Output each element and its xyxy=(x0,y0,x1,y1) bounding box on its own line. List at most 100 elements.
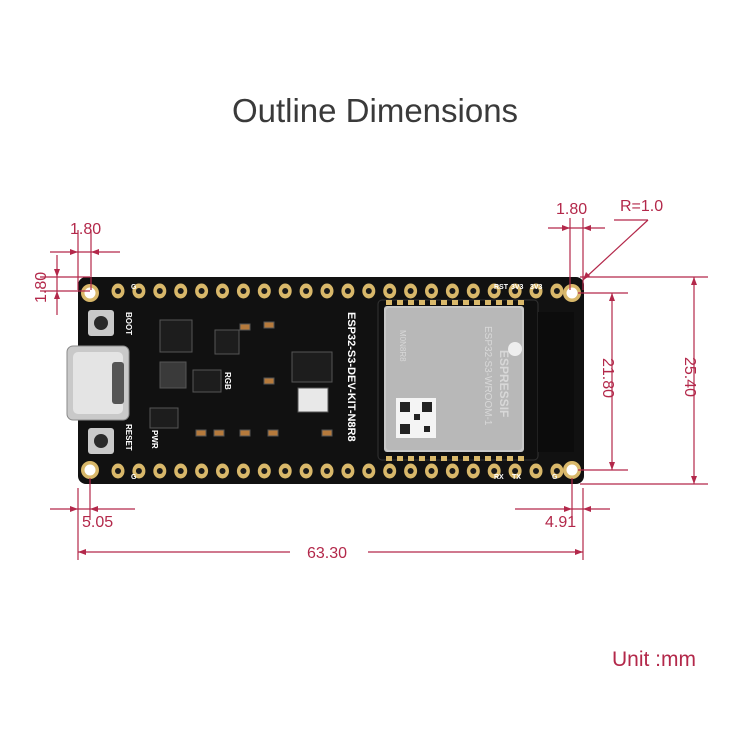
header-pad-hole xyxy=(135,288,142,294)
module-castellation-pad xyxy=(496,300,502,305)
module-castellation-pad xyxy=(518,456,524,461)
header-pad-hole xyxy=(512,288,519,294)
mounting-hole-bottom-right xyxy=(563,461,581,479)
module-castellation-pad xyxy=(419,456,425,461)
pwr-label: PWR xyxy=(150,430,159,449)
mounting-hole-top-right xyxy=(563,284,581,302)
boot-label: BOOT xyxy=(124,312,133,335)
header-pad-hole xyxy=(198,468,205,474)
header-pad-hole xyxy=(303,288,310,294)
module-castellations xyxy=(386,300,524,461)
module-qr-code xyxy=(396,398,436,438)
header-pad-hole xyxy=(198,288,205,294)
dim-21-80-label: 21.80 xyxy=(599,358,616,398)
header-pad-hole xyxy=(553,288,560,294)
module-castellation-pad xyxy=(419,300,425,305)
module-castellation-pad xyxy=(430,300,436,305)
header-pad-hole xyxy=(135,468,142,474)
module-castellation-pad xyxy=(507,300,513,305)
header-pad-hole xyxy=(240,288,247,294)
header-pad-hole xyxy=(282,468,289,474)
header-pad-hole xyxy=(386,468,393,474)
header-pad-hole xyxy=(428,468,435,474)
header-pad-hole xyxy=(491,468,498,474)
header-pad-hole xyxy=(470,468,477,474)
module-castellation-pad xyxy=(474,456,480,461)
espressif-logo-icon xyxy=(508,342,522,356)
module-castellation-pad xyxy=(386,456,392,461)
pin-label-rx: RX xyxy=(494,474,504,481)
reset-button xyxy=(88,428,114,454)
header-pad-hole xyxy=(386,288,393,294)
module-castellation-pad xyxy=(452,300,458,305)
wroom-module: ESPRESSIF ESP32-S3-WROOM-1 M0N8R8 xyxy=(377,299,574,461)
module-castellation-pad xyxy=(408,300,414,305)
header-pad-hole xyxy=(553,468,560,474)
header-pad-hole xyxy=(261,288,268,294)
module-variant: M0N8R8 xyxy=(398,330,407,362)
module-castellation-pad xyxy=(507,456,513,461)
header-pad-hole xyxy=(261,468,268,474)
usb-c-connector xyxy=(66,345,130,421)
header-pad-hole xyxy=(533,468,539,474)
dim-radius-label: R=1.0 xyxy=(620,198,663,215)
header-pad-hole xyxy=(177,288,184,294)
pin-label-3v3-b: 3V3 xyxy=(530,284,543,291)
board-components xyxy=(149,319,333,437)
header-pad-hole xyxy=(115,468,121,474)
module-castellation-pad xyxy=(386,300,392,305)
module-brand: ESPRESSIF xyxy=(497,350,511,417)
pin-label-tx: TX xyxy=(512,474,521,481)
mounting-hole-bottom-left xyxy=(81,461,99,479)
header-pad-hole xyxy=(491,288,498,294)
boot-button xyxy=(88,310,114,336)
module-castellation-pad xyxy=(463,456,469,461)
top-pad-row xyxy=(111,283,564,299)
pin-label-g-top-left: G xyxy=(131,284,137,291)
header-pad-hole xyxy=(344,288,351,294)
dim-63-30-label: 63.30 xyxy=(307,545,347,562)
pin-label-g-right: G xyxy=(552,474,558,481)
header-pad-hole xyxy=(240,468,247,474)
header-pad-hole xyxy=(449,468,456,474)
mounting-hole-top-left xyxy=(81,284,99,302)
reset-label: RESET xyxy=(124,424,133,451)
antenna-area xyxy=(538,312,574,452)
header-pad-hole xyxy=(156,288,163,294)
module-castellation-pad xyxy=(397,300,403,305)
header-pad-hole xyxy=(512,468,519,474)
dim-4-91-label: 4.91 xyxy=(545,514,576,531)
header-pad-hole xyxy=(324,288,330,294)
radius-leader-line xyxy=(582,219,649,281)
board-name-label: ESP32-S3-DEV-KIT-N8R8 xyxy=(345,312,357,442)
module-castellation-pad xyxy=(441,300,447,305)
header-pad-hole xyxy=(219,288,226,294)
board: BOOT RESET RGB PWR ESP32-S3-DEV-KIT-N8R8… xyxy=(66,277,584,484)
module-castellation-pad xyxy=(485,456,491,461)
pin-label-rst: RST xyxy=(494,284,509,291)
module-castellation-pad xyxy=(518,300,524,305)
dim-25-40-label: 25.40 xyxy=(681,357,698,397)
header-pad-hole xyxy=(365,288,372,294)
module-castellation-pad xyxy=(397,456,403,461)
rgb-label: RGB xyxy=(223,372,232,390)
header-pad-hole xyxy=(156,468,163,474)
header-pad-hole xyxy=(407,468,414,474)
header-pad-hole xyxy=(365,468,372,474)
module-castellation-pad xyxy=(496,456,502,461)
dim-1-80-y-label: 1.80 xyxy=(33,272,50,303)
header-pad-hole xyxy=(115,288,121,294)
module-name: ESP32-S3-WROOM-1 xyxy=(482,326,493,426)
dim-5-05-label: 5.05 xyxy=(82,514,113,531)
page-title: Outline Dimensions xyxy=(231,92,519,129)
module-castellation-pad xyxy=(485,300,491,305)
header-pad-hole xyxy=(303,468,310,474)
header-pad-hole xyxy=(428,288,435,294)
dim-1-80-right-label: 1.80 xyxy=(556,201,587,218)
pin-label-g-bottom-left: G xyxy=(131,474,137,481)
header-pad-hole xyxy=(324,468,330,474)
dim-1-80-x-label: 1.80 xyxy=(70,221,101,238)
header-pad-hole xyxy=(344,468,351,474)
dimension-arrows xyxy=(54,225,697,555)
